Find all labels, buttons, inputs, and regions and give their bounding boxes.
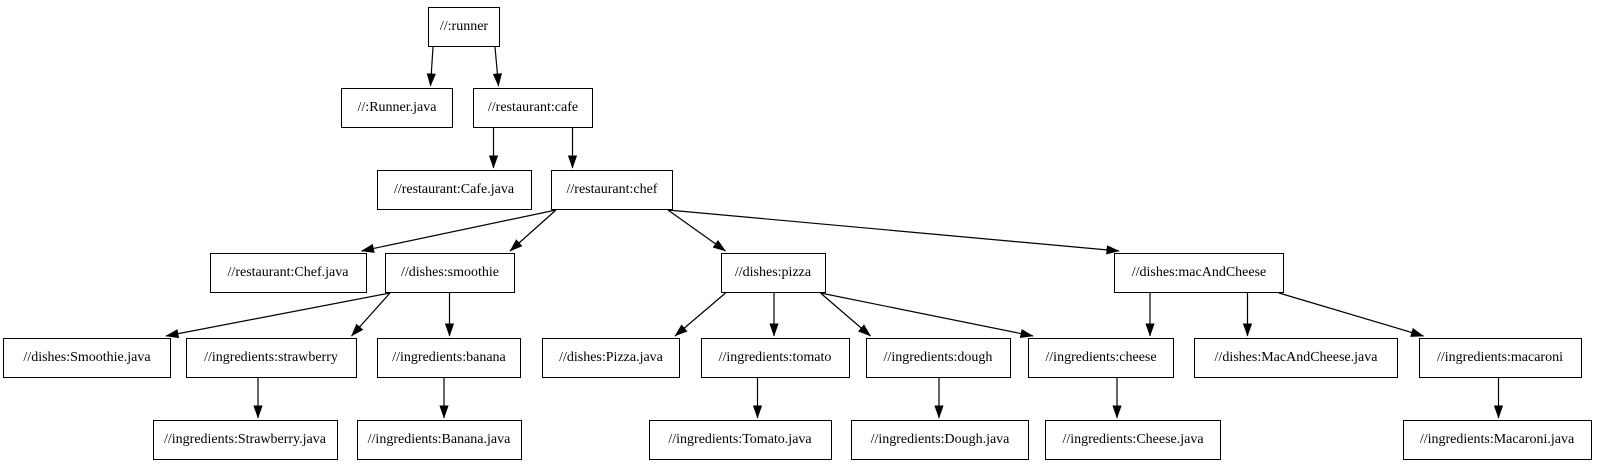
graph-node-label: //ingredients:Cheese.java bbox=[1062, 432, 1204, 447]
graph-node-label: //ingredients:Banana.java bbox=[367, 432, 511, 447]
graph-node-label: //dishes:Smoothie.java bbox=[23, 350, 151, 365]
graph-edge-runner-to-runner-java bbox=[426, 46, 436, 87]
graph-edge-chef-to-chef-java bbox=[360, 209, 557, 253]
graph-node-pizza-java: //dishes:Pizza.java bbox=[542, 338, 680, 378]
graph-node-cafe-java: //restaurant:Cafe.java bbox=[376, 170, 532, 210]
graph-edge-smoothie-to-smoothie-java bbox=[165, 292, 391, 339]
graph-node-macaroni: //ingredients:macaroni bbox=[1418, 338, 1582, 378]
graph-node-label: //ingredients:Strawberry.java bbox=[164, 432, 326, 447]
graph-node-label: //ingredients:strawberry bbox=[204, 350, 338, 365]
graph-node-banana: //ingredients:banana bbox=[377, 338, 521, 378]
graph-edge-pizza-to-pizza-java bbox=[674, 292, 726, 337]
graph-node-dough-java: //ingredients:Dough.java bbox=[851, 420, 1029, 460]
graph-node-macaroni-java: //ingredients:Macaroni.java bbox=[1402, 420, 1592, 460]
graph-node-label: //restaurant:cafe bbox=[487, 100, 579, 115]
graph-node-label: //ingredients:banana bbox=[392, 350, 506, 365]
graph-node-label: //ingredients:cheese bbox=[1045, 350, 1157, 365]
graph-node-label: //restaurant:chef bbox=[566, 182, 658, 197]
graph-node-runner-java: //:Runner.java bbox=[341, 88, 453, 128]
graph-node-mac-and-cheese-java: //dishes:MacAndCheese.java bbox=[1194, 338, 1398, 378]
graph-edge-mac-and-cheese-to-macaroni bbox=[1278, 292, 1425, 337]
graph-node-tomato: //ingredients:tomato bbox=[700, 338, 850, 378]
graph-node-label: //restaurant:Cafe.java bbox=[393, 182, 515, 197]
graph-node-label: //dishes:macAndCheese bbox=[1131, 265, 1267, 280]
graph-edge-chef-to-pizza bbox=[667, 209, 727, 252]
graph-node-label: //dishes:MacAndCheese.java bbox=[1214, 350, 1378, 365]
graph-node-label: //ingredients:macaroni bbox=[1437, 350, 1563, 365]
graph-node-label: //dishes:pizza bbox=[734, 265, 812, 280]
graph-node-label: //:runner bbox=[439, 19, 489, 34]
graph-edge-chef-to-smoothie bbox=[509, 209, 557, 252]
graph-node-label: //ingredients:Tomato.java bbox=[668, 432, 812, 447]
graph-node-dough: //ingredients:dough bbox=[865, 338, 1011, 378]
graph-node-chef-java: //restaurant:Chef.java bbox=[209, 253, 367, 293]
graph-edge-chef-to-mac-and-cheese bbox=[667, 209, 1120, 255]
graph-node-label: //ingredients:Dough.java bbox=[870, 432, 1010, 447]
graph-node-smoothie: //dishes:smoothie bbox=[385, 253, 515, 293]
graph-node-cafe: //restaurant:cafe bbox=[473, 88, 593, 128]
graph-node-cheese-java: //ingredients:Cheese.java bbox=[1045, 420, 1221, 460]
graph-node-label: //dishes:smoothie bbox=[401, 265, 499, 280]
graph-edge-smoothie-to-strawberry bbox=[351, 292, 391, 337]
graph-edge-pizza-to-dough bbox=[820, 292, 872, 337]
graph-node-label: //restaurant:Chef.java bbox=[227, 265, 349, 280]
graph-node-label: //:Runner.java bbox=[357, 100, 437, 115]
graph-node-label: //ingredients:Macaroni.java bbox=[1419, 432, 1575, 447]
graph-node-cheese: //ingredients:cheese bbox=[1028, 338, 1174, 378]
graph-node-tomato-java: //ingredients:Tomato.java bbox=[648, 420, 832, 460]
graph-node-runner: //:runner bbox=[428, 7, 500, 47]
graph-node-strawberry: //ingredients:strawberry bbox=[185, 338, 357, 378]
graph-edge-runner-to-cafe bbox=[492, 46, 502, 87]
edge-group bbox=[165, 46, 1504, 419]
graph-node-label: //dishes:Pizza.java bbox=[559, 350, 663, 365]
graph-node-pizza: //dishes:pizza bbox=[720, 253, 826, 293]
graph-node-label: //ingredients:tomato bbox=[718, 350, 832, 365]
graph-node-banana-java: //ingredients:Banana.java bbox=[356, 420, 522, 460]
graph-node-label: //ingredients:dough bbox=[883, 350, 993, 365]
graph-node-strawberry-java: //ingredients:Strawberry.java bbox=[152, 420, 338, 460]
graph-node-smoothie-java: //dishes:Smoothie.java bbox=[3, 338, 171, 378]
graph-node-mac-and-cheese: //dishes:macAndCheese bbox=[1114, 253, 1284, 293]
graph-node-chef: //restaurant:chef bbox=[551, 170, 673, 210]
graph-edge-pizza-to-cheese bbox=[820, 292, 1034, 339]
